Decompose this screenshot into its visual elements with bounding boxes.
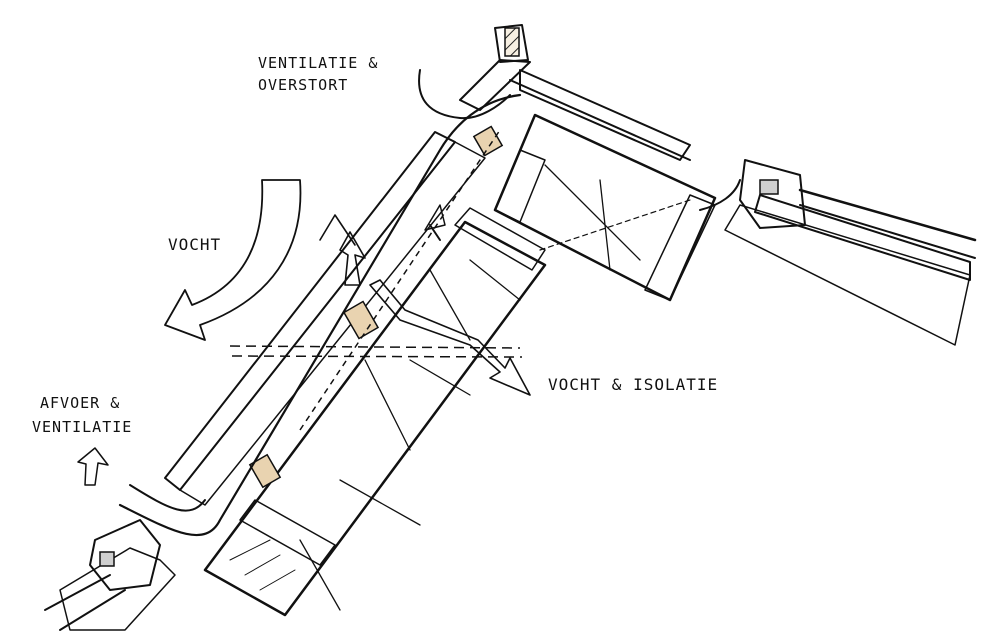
label-ventilatie-line2: VENTILATIE [32, 418, 132, 436]
insulation-beam [203, 207, 547, 617]
upper-insulation-block [493, 113, 717, 302]
moisture-arrow-top [424, 204, 446, 231]
top-gutter-cap [459, 24, 691, 161]
label-ventilatie-overstort: VENTILATIE & OVERSTORT [258, 54, 378, 94]
moisture-arrow-diagonal [369, 279, 531, 396]
right-window-frame [724, 159, 977, 346]
timber-battens [248, 125, 504, 489]
ventilation-arrow-left [77, 447, 109, 486]
ventilation-air-path [118, 69, 741, 537]
section-cut-line [229, 129, 523, 431]
label-vocht: VOCHT [168, 235, 221, 254]
moisture-arrow-up [319, 214, 366, 286]
label-ventilatie-line1: VENTILATIE & [258, 54, 378, 72]
label-vocht-isolatie: VOCHT & ISOLATIE [548, 375, 718, 394]
left-window-frame [44, 519, 176, 631]
label-afvoer-line1: AFVOER & [40, 394, 120, 412]
label-afvoer-ventilatie: AFVOER & VENTILATIE [32, 394, 132, 436]
label-overstort-line2: OVERSTORT [258, 76, 348, 94]
moisture-arrow-big [164, 179, 302, 341]
outer-cladding [164, 131, 486, 506]
